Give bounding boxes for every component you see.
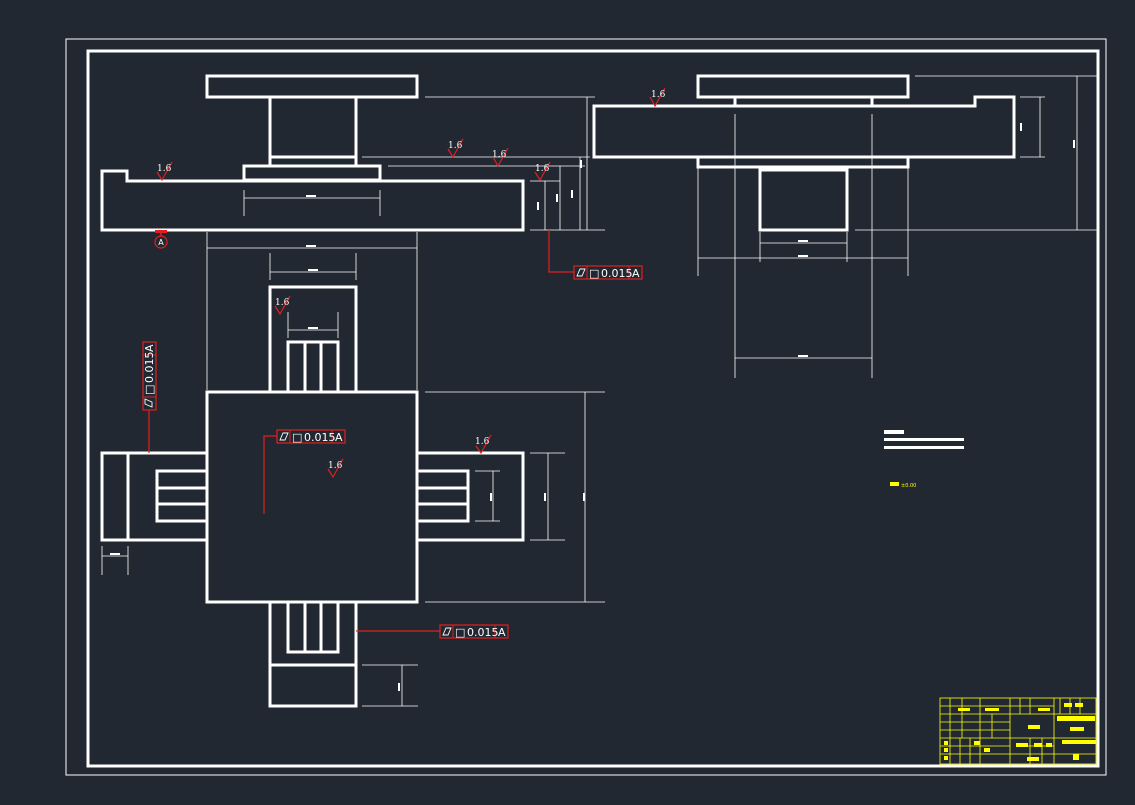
flatness-icon [144, 398, 153, 408]
tolerance-frame-3: □ 0.015 A [263, 429, 346, 514]
tolerance-frame-1: □ 0.015 A [548, 230, 643, 280]
bottom-arm [268, 600, 358, 708]
roughness-label-7: 1.6 [328, 461, 343, 471]
roughness-labels: 1.6 1.6 1.6 1.6 1.6 1.6 1.6 1.6 [157, 90, 666, 471]
roughness-label-1: 1.6 [157, 164, 172, 174]
tolerance-value-3: 0.015 [304, 431, 336, 444]
side-spacer [696, 155, 910, 169]
roughness-symbol-6 [274, 295, 291, 316]
roughness-symbol-4 [534, 161, 551, 182]
flatness-icon [576, 268, 586, 277]
outer-sheet-border [65, 38, 1107, 776]
tolerance-shape-3: □ [292, 431, 302, 444]
left-arm [100, 451, 209, 542]
roughness-symbol-3 [492, 147, 509, 168]
roughness-label-3: 1.6 [492, 150, 507, 160]
roughness-symbol-8 [475, 434, 492, 455]
roughness-symbol-5 [649, 87, 666, 108]
tolerance-datum-1: A [632, 267, 640, 280]
dimension-value-marks [110, 123, 1075, 691]
notes-heading [884, 430, 904, 434]
roughness-label-5: 1.6 [651, 90, 666, 100]
roughness-label-4: 1.6 [535, 164, 550, 174]
flatness-icon [279, 432, 289, 441]
roughness-symbol-1 [156, 161, 173, 182]
technical-notes [884, 430, 964, 449]
top-flange-plate [205, 74, 419, 99]
bottom-arm-slot [286, 600, 340, 654]
left-arm-slot [155, 469, 209, 523]
tolerance-shape-4: □ [455, 626, 465, 639]
roughness-label-2: 1.6 [448, 141, 463, 151]
roughness-symbol-7 [327, 458, 344, 479]
datum-label: A [158, 238, 164, 247]
roughness-symbol-2 [447, 138, 464, 159]
yellow-note: ±0.00 [890, 482, 916, 489]
tolerance-datum-4: A [498, 626, 506, 639]
tolerance-frame-2: □ 0.015 A [142, 341, 157, 453]
base-plate-profile [100, 169, 525, 232]
tolerance-shape-2: □ [143, 385, 156, 395]
side-view-dimension-lines [697, 75, 1097, 378]
datum-marker: A [154, 230, 168, 249]
tolerance-datum-2: A [143, 344, 156, 352]
tolerance-value-1: 0.015 [601, 267, 633, 280]
front-view-dimension-lines [206, 96, 605, 390]
inner-drawing-frame [86, 49, 1100, 768]
side-top-flange [696, 74, 910, 99]
tolerance-frame-4: □ 0.015 A [356, 624, 509, 639]
title-block [939, 697, 1097, 765]
yellow-note-text: ±0.00 [901, 483, 916, 489]
notes-line-2 [884, 446, 964, 449]
center-square [205, 390, 419, 604]
roughness-symbols [156, 87, 666, 479]
tolerance-datum-3: A [335, 431, 343, 444]
roughness-label-6: 1.6 [275, 298, 290, 308]
top-view-dimension-lines [101, 312, 605, 707]
top-arm-slot [286, 340, 340, 394]
right-arm-slot [415, 469, 470, 523]
side-view [592, 74, 1016, 232]
datum-circle [154, 235, 168, 249]
tolerance-value-4: 0.015 [467, 626, 499, 639]
top-view [100, 285, 525, 708]
tolerance-shape-1: □ [589, 267, 599, 280]
title-block-fields [944, 703, 1096, 761]
right-arm [415, 451, 525, 542]
tolerance-value-2: 0.015 [143, 352, 156, 384]
spacer-block [242, 164, 382, 182]
roughness-label-8: 1.6 [475, 437, 490, 447]
flatness-icon [442, 627, 452, 636]
front-view [100, 74, 525, 232]
side-base-plate [592, 95, 1016, 159]
notes-line-1 [884, 438, 964, 441]
side-lower-block [758, 168, 849, 232]
